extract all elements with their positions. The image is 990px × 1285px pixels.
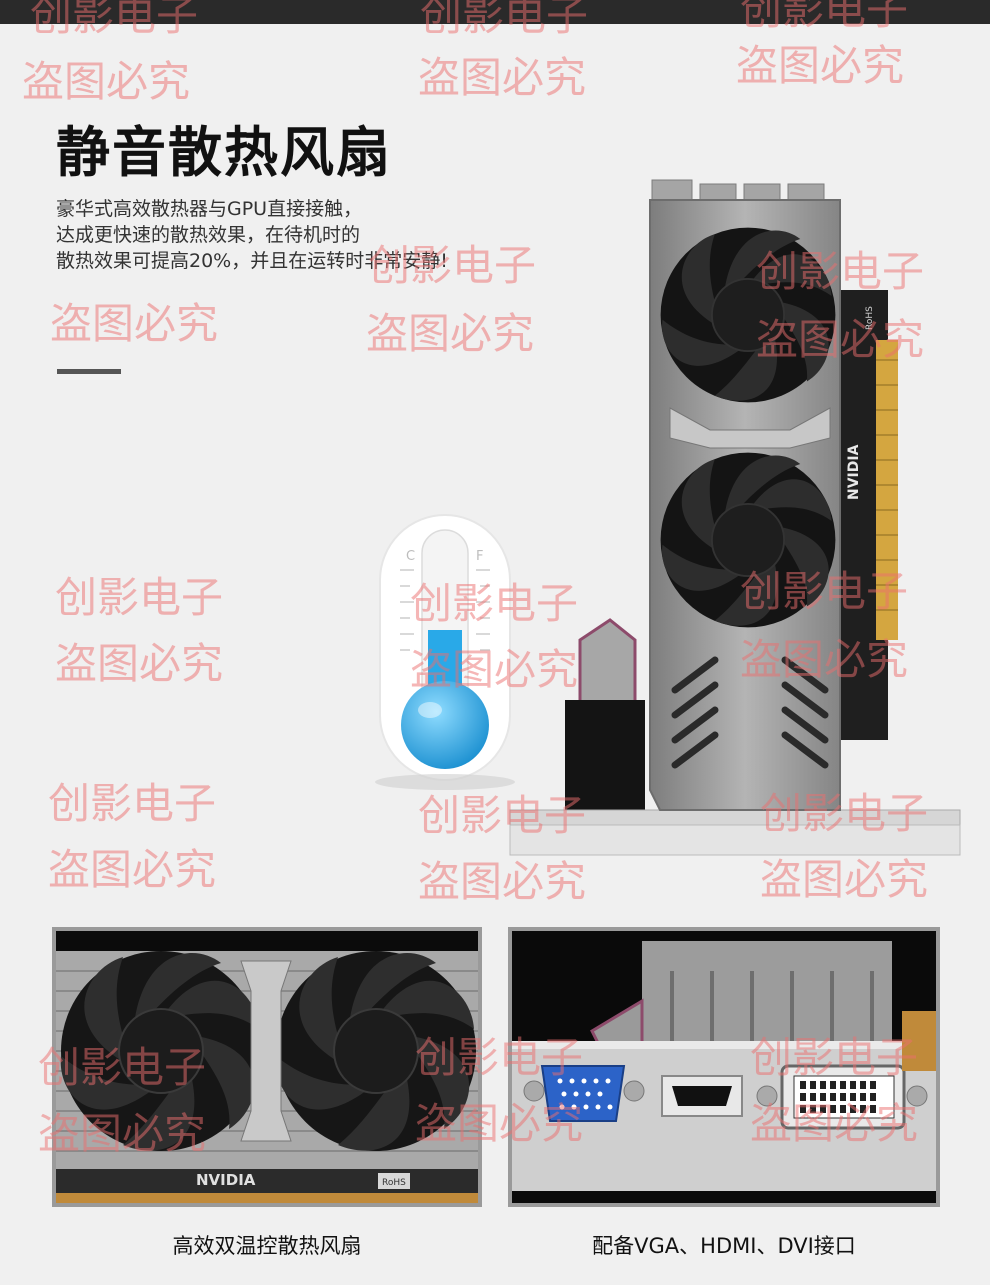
top-banner-strip xyxy=(0,0,990,24)
accent-divider xyxy=(57,369,121,374)
fan-right-icon xyxy=(274,950,477,1152)
section-title: 静音散热风扇 xyxy=(56,121,392,184)
watermark: 盗图必究 xyxy=(50,299,219,348)
watermark: 盗图必究 xyxy=(736,41,905,90)
hero-product-image: C F NVIDIA RoHS xyxy=(375,179,961,856)
watermark: 盗图必究 xyxy=(48,845,217,894)
fan-bottom-icon xyxy=(659,451,837,629)
watermark: 盗图必究 xyxy=(22,57,191,106)
hdmi-port-icon xyxy=(661,1075,743,1117)
description-line: 达成更快速的散热效果，在待机时的 xyxy=(56,224,361,246)
section-description: 豪华式高效散热器与GPU直接接触， 达成更快速的散热效果，在待机时的 散热效果可… xyxy=(56,196,526,274)
thumb-rohs-label: RoHS xyxy=(382,1178,406,1188)
thumbnail-dual-fans: NVIDIA RoHS xyxy=(52,927,482,1207)
watermark: 盗图必究 xyxy=(55,639,224,688)
vga-port-icon xyxy=(523,1065,645,1122)
caption-ports: 配备VGA、HDMI、DVI接口 xyxy=(592,1234,856,1258)
rohs-label: RoHS xyxy=(865,306,875,330)
thumbnail-ports xyxy=(508,927,940,1207)
description-line: 豪华式高效散热器与GPU直接接触， xyxy=(56,198,363,220)
thermometer-icon: C F xyxy=(375,514,515,790)
fan-left-icon xyxy=(59,950,262,1152)
thumb-nvidia-logo-text: NVIDIA xyxy=(196,1171,256,1189)
thermometer-scale-c: C xyxy=(406,549,415,564)
fan-top-icon xyxy=(659,226,837,404)
caption-dual-fans: 高效双温控散热风扇 xyxy=(172,1234,362,1258)
description-line: 散热效果可提高20%，并且在运转时非常安静! xyxy=(56,250,448,272)
graphics-card-image: NVIDIA RoHS xyxy=(509,179,961,856)
nvidia-logo-text: NVIDIA xyxy=(846,444,862,500)
watermark: 盗图必究 xyxy=(418,53,587,102)
dvi-port-icon xyxy=(756,1064,928,1130)
thermometer-scale-f: F xyxy=(476,549,483,564)
watermark: 创影电子 xyxy=(48,779,217,828)
watermark: 创影电子 xyxy=(55,573,224,622)
